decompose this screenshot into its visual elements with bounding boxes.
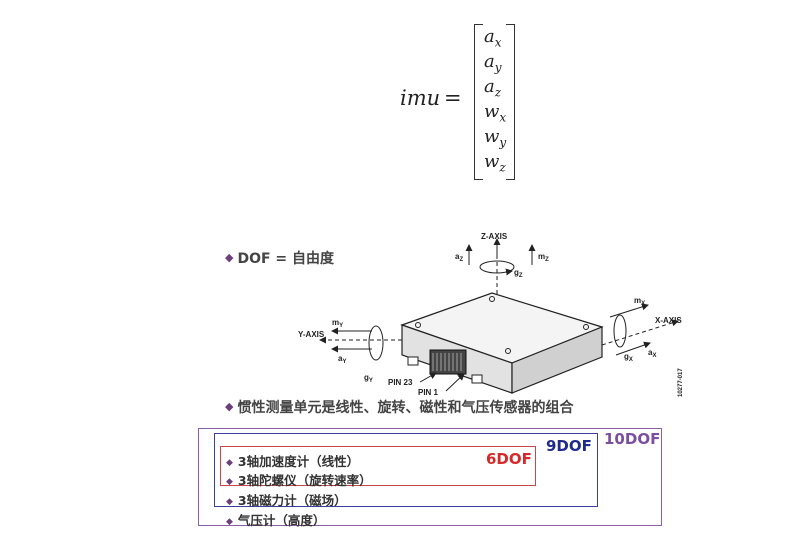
connector-pins (432, 353, 462, 371)
device-side (511, 326, 603, 394)
mz-label: mZ (538, 252, 549, 263)
vector-entry: wy (484, 126, 507, 150)
imu-description: ◆惯性测量单元是线性、旋转、磁性和气压传感器的组合 (225, 400, 574, 416)
foot (407, 356, 419, 366)
label-9dof: 9DOF (546, 437, 592, 455)
diamond-bullet-icon: ◆ (226, 517, 233, 527)
label-6dof: 6DOF (486, 450, 532, 468)
sensor-item: ◆气压计（高度） (226, 513, 326, 528)
equation-lhs: imu (400, 86, 441, 110)
group-6dof-box (220, 446, 536, 486)
diamond-bullet-icon: ◆ (226, 497, 233, 507)
dof-definition: ◆DOF = 自由度 (225, 251, 335, 267)
gy-label: gY (364, 373, 373, 384)
vector-entry: ay (484, 51, 502, 75)
label-10dof: 10DOF (604, 430, 661, 448)
sensor-item: ◆3轴陀螺仪（旋转速率） (226, 473, 372, 488)
pin23-arrow (419, 372, 437, 383)
gy-rotation (368, 325, 384, 361)
my-label: mY (332, 318, 343, 329)
y-axis-label: Y-AXIS (298, 330, 325, 339)
mounting-hole (415, 322, 421, 328)
connector (429, 349, 467, 375)
ay-label: aY (338, 354, 346, 365)
left-bracket (474, 24, 483, 180)
gx-label: gX (624, 352, 633, 363)
sensor-item: ◆3轴加速度计（线性） (226, 454, 360, 469)
foot (471, 374, 483, 384)
gz-label: gZ (514, 268, 523, 279)
pin23-label: PIN 23 (388, 378, 413, 387)
gz-rotation (479, 260, 515, 274)
mx-label: mX (634, 296, 645, 307)
diamond-bullet-icon: ◆ (226, 477, 233, 487)
x-axis-label: X-AXIS (655, 316, 682, 325)
pin1-label: PIN 1 (418, 388, 439, 397)
figure-id: 10277-017 (678, 368, 684, 397)
diamond-bullet-icon: ◆ (225, 251, 234, 264)
group-10dof-box (198, 428, 662, 526)
vector-entry: ax (484, 26, 502, 50)
mounting-hole (583, 324, 589, 330)
vector-entry: wz (484, 151, 506, 175)
imu-device-figure: Z-AXIS aZ mZ gZ X-AXIS mX aX gX Y-AXIS m… (298, 232, 684, 397)
mx-arrow (609, 303, 649, 318)
ax-arrow (615, 341, 651, 356)
right-bracket (506, 24, 515, 180)
equation-equals: = (444, 86, 462, 110)
group-9dof-box (214, 433, 598, 507)
mounting-hole (489, 296, 495, 302)
pin1-arrow (445, 373, 465, 392)
z-axis-label: Z-AXIS (481, 232, 508, 241)
vector-entry: az (484, 76, 502, 100)
sensor-item: ◆3轴磁力计（磁场） (226, 493, 347, 508)
mounting-hole (505, 348, 511, 354)
az-label: aZ (455, 252, 463, 263)
x-axis-line (601, 319, 679, 346)
gx-rotation (613, 314, 627, 348)
ax-label: aX (648, 348, 656, 359)
diamond-bullet-icon: ◆ (226, 458, 233, 468)
vector-entry: wx (484, 101, 507, 125)
diamond-bullet-icon: ◆ (225, 400, 234, 413)
